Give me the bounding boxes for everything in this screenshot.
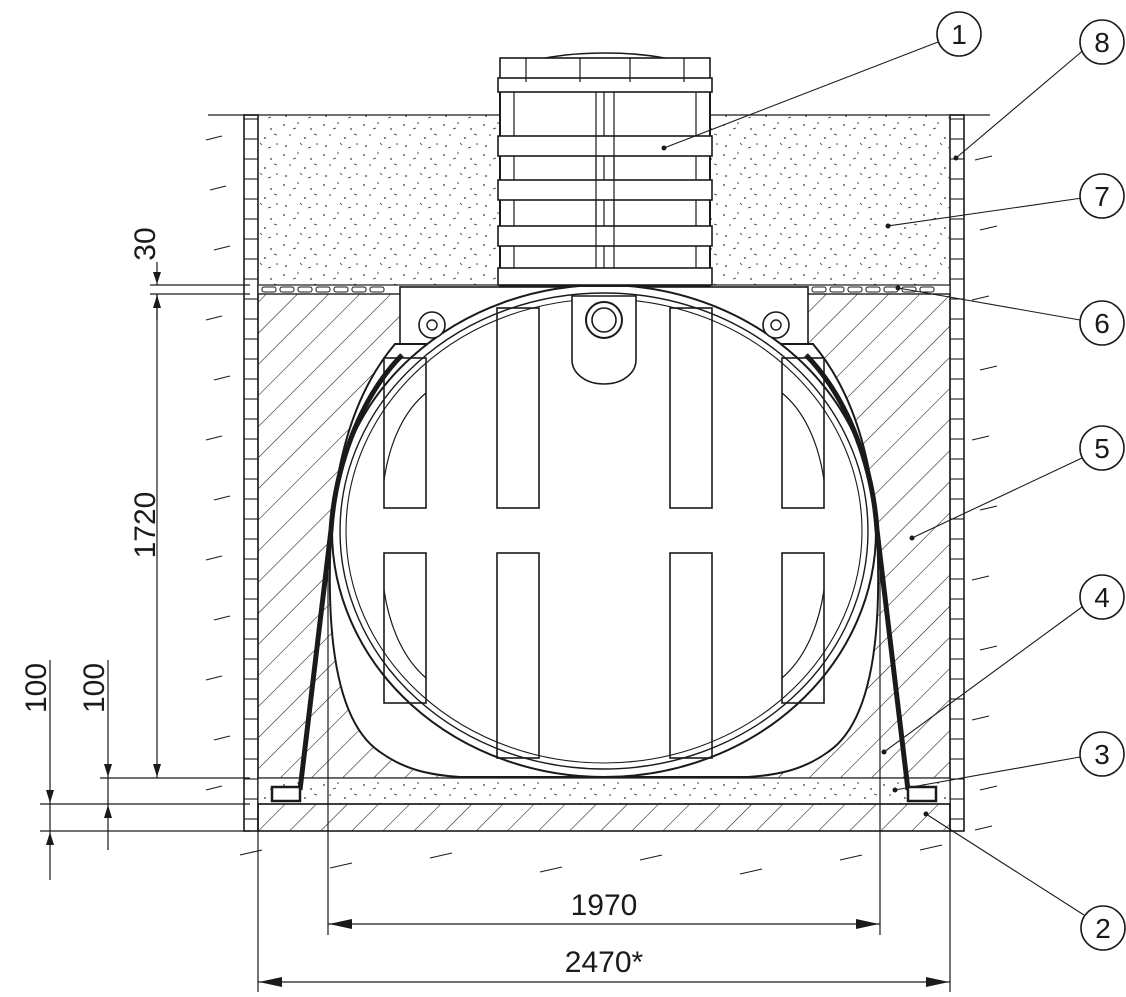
callout-8-label: 8: [1094, 27, 1110, 58]
callout-2-label: 2: [1095, 913, 1111, 944]
surrounding-soil: [205, 135, 998, 875]
dimension-label-top-layer: 30: [129, 227, 162, 260]
dimension-top-layer: 30: [129, 227, 250, 320]
callout-3-label: 3: [1094, 739, 1110, 770]
callout-5: 5: [1079, 425, 1125, 471]
callout-6: 6: [1079, 300, 1125, 346]
tank: [328, 284, 880, 778]
dimension-label-bottom-inner: 100: [78, 663, 111, 713]
callout-6-label: 6: [1094, 308, 1110, 339]
callout-1-label: 1: [951, 19, 967, 50]
leader-dots: [661, 145, 959, 817]
callout-5-label: 5: [1094, 433, 1110, 464]
dimension-tank-width: 1970: [327, 540, 881, 935]
dimension-bottom-inner: 100: [40, 660, 250, 850]
callout-2: 2: [1080, 905, 1126, 951]
sand-bed-layer: [257, 777, 951, 805]
dimension-pit-width: 2470*: [257, 831, 951, 992]
callout-3: 3: [1079, 731, 1125, 777]
dimension-tank-height: 1720: [100, 294, 250, 779]
callout-7: 7: [1079, 173, 1125, 219]
callout-4-label: 4: [1094, 582, 1110, 613]
dimension-label-tank-width: 1970: [571, 889, 638, 922]
dimension-label-bottom-outer: 100: [20, 663, 53, 713]
callout-7-label: 7: [1094, 181, 1110, 212]
callout-4: 4: [1079, 574, 1125, 620]
callout-8: 8: [1079, 19, 1125, 65]
pit-wall-right: [949, 114, 965, 832]
dimension-bottom-outer: 100: [20, 660, 250, 880]
dimension-label-tank-height: 1720: [129, 492, 162, 559]
pit-wall-left: [243, 114, 259, 832]
anchor-straps: [270, 353, 938, 803]
concrete-base-slab: [257, 803, 951, 832]
leader-lines: [663, 41, 1087, 916]
dimension-label-pit-width: 2470*: [565, 946, 644, 979]
callout-1: 1: [936, 11, 982, 57]
access-shaft: [497, 52, 713, 287]
